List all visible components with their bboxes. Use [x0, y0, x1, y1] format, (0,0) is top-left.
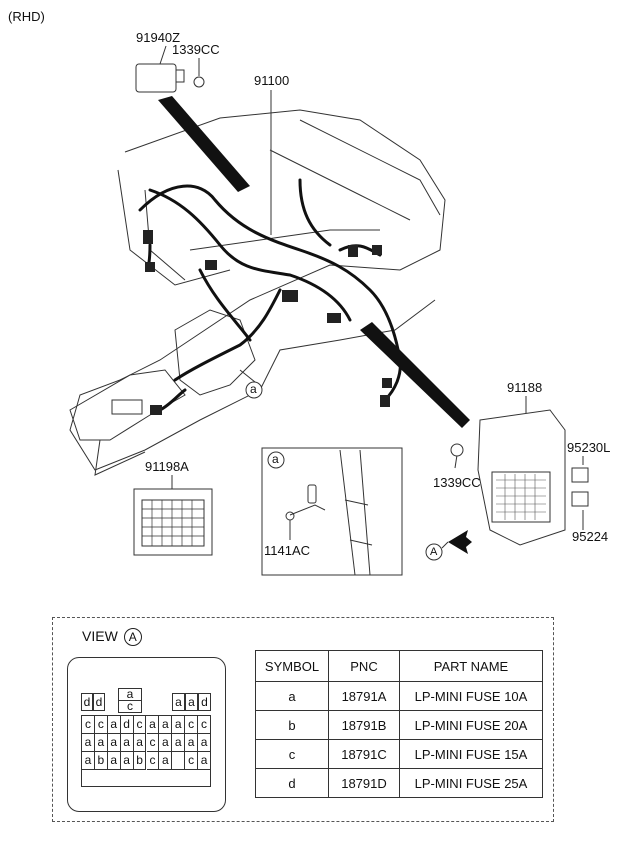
fuse-slot: b: [94, 752, 108, 770]
fuse-slot: c: [133, 716, 147, 734]
callout-fuse-label: 91198A: [145, 459, 189, 474]
fuse-slot: a: [94, 734, 108, 752]
table-row: b 18791B LP-MINI FUSE 20A: [255, 710, 543, 740]
view-title-marker: A: [123, 628, 142, 647]
view-title: VIEW A: [82, 628, 142, 647]
detail-marker-a: a: [272, 452, 279, 466]
callout-relay-b: 95224: [572, 529, 609, 544]
fuse-slot: b: [133, 752, 147, 770]
part-name-cell: LP-MINI FUSE 25A: [399, 768, 543, 798]
symbol-cell: c: [255, 739, 329, 769]
fuse-slot: d: [81, 693, 93, 711]
leader-wedge-junction: [360, 322, 470, 428]
callout-nut-side: 1339CC: [433, 475, 481, 490]
fuse-slot: c: [198, 716, 211, 734]
fuse-slot: a: [159, 734, 173, 752]
table-row: c 18791C LP-MINI FUSE 15A: [255, 739, 543, 769]
callout-junction-box: 91188: [507, 380, 543, 395]
fuse-panel: [67, 657, 226, 812]
fuse-slot: c: [185, 716, 199, 734]
relay-a-shape: [571, 467, 589, 483]
part-name-cell: LP-MINI FUSE 10A: [399, 681, 543, 711]
dashboard-outline: [69, 109, 446, 471]
detail-marker-a-main: a: [250, 382, 257, 396]
relay-top-shape: [135, 63, 177, 93]
fuse-slot: a: [172, 716, 186, 734]
leader-wedge-relay: [158, 96, 250, 192]
pnc-cell: 18791B: [328, 710, 400, 740]
callout-nut-top: 1339CC: [172, 42, 220, 57]
fuse-slot: a: [107, 752, 121, 770]
fuse-slot: a: [107, 734, 121, 752]
fuse-slot: d: [198, 693, 211, 711]
fuse-slot: c: [94, 716, 108, 734]
fuse-slot: c: [82, 716, 95, 734]
fuse-slot: a: [146, 716, 160, 734]
callout-relay-a: 95230L: [567, 440, 611, 455]
parts-table: SYMBOL PNC PART NAME a 18791A LP-MINI FU…: [255, 650, 543, 798]
fuse-slot: a: [159, 716, 173, 734]
fuse-slot: a: [172, 693, 185, 711]
header-symbol: SYMBOL: [255, 650, 329, 682]
part-name-cell: LP-MINI FUSE 15A: [399, 739, 543, 769]
header-pnc: PNC: [328, 650, 400, 682]
view-title-text: VIEW: [82, 628, 118, 644]
fuse-slot: d: [120, 716, 134, 734]
fuse-slot-center-lower: c: [118, 700, 142, 713]
symbol-cell: d: [255, 768, 329, 798]
callout-relay-top: 91940Z: [136, 30, 181, 45]
table-row: a 18791A LP-MINI FUSE 10A: [255, 681, 543, 711]
fuse-slot: c: [146, 734, 160, 752]
fuse-slot: a: [185, 734, 199, 752]
fuse-slot: a: [120, 734, 134, 752]
fuse-slot: d: [93, 693, 105, 711]
fuse-slot: a: [107, 716, 121, 734]
header-part-name: PART NAME: [399, 650, 543, 682]
fuse-slot: a: [82, 752, 95, 770]
part-name-cell: LP-MINI FUSE 20A: [399, 710, 543, 740]
fuse-slot: a: [172, 734, 186, 752]
fuse-slot: c: [146, 752, 160, 770]
detail-a-box: [261, 447, 403, 576]
pnc-cell: 18791C: [328, 739, 400, 769]
variant-label: (RHD): [8, 9, 45, 24]
fuse-slot: a: [120, 752, 134, 770]
fuse-slot: c: [185, 752, 199, 770]
nut-side-shape: [450, 443, 464, 457]
parts-table-header: SYMBOL PNC PART NAME: [255, 650, 543, 682]
view-arrow: [448, 530, 472, 554]
callout-main-harness: 91100: [254, 73, 290, 88]
view-a-box: [52, 617, 554, 822]
nut-top-shape: [193, 76, 205, 88]
fuse-slot: a: [198, 752, 211, 770]
pnc-cell: 18791A: [328, 681, 400, 711]
symbol-cell: a: [255, 681, 329, 711]
table-row: d 18791D LP-MINI FUSE 25A: [255, 768, 543, 798]
fuse-slot: [172, 752, 186, 770]
fuse-slot: a: [82, 734, 95, 752]
view-marker-main: A: [430, 546, 438, 558]
callout-clip: 1141AC: [264, 543, 311, 558]
pnc-cell: 18791D: [328, 768, 400, 798]
fuse-slot: a: [133, 734, 147, 752]
relay-b-shape: [571, 491, 589, 507]
fuse-slot: a: [159, 752, 173, 770]
symbol-cell: b: [255, 710, 329, 740]
fuse-slot: a: [185, 693, 198, 711]
fuse-slot: a: [198, 734, 211, 752]
